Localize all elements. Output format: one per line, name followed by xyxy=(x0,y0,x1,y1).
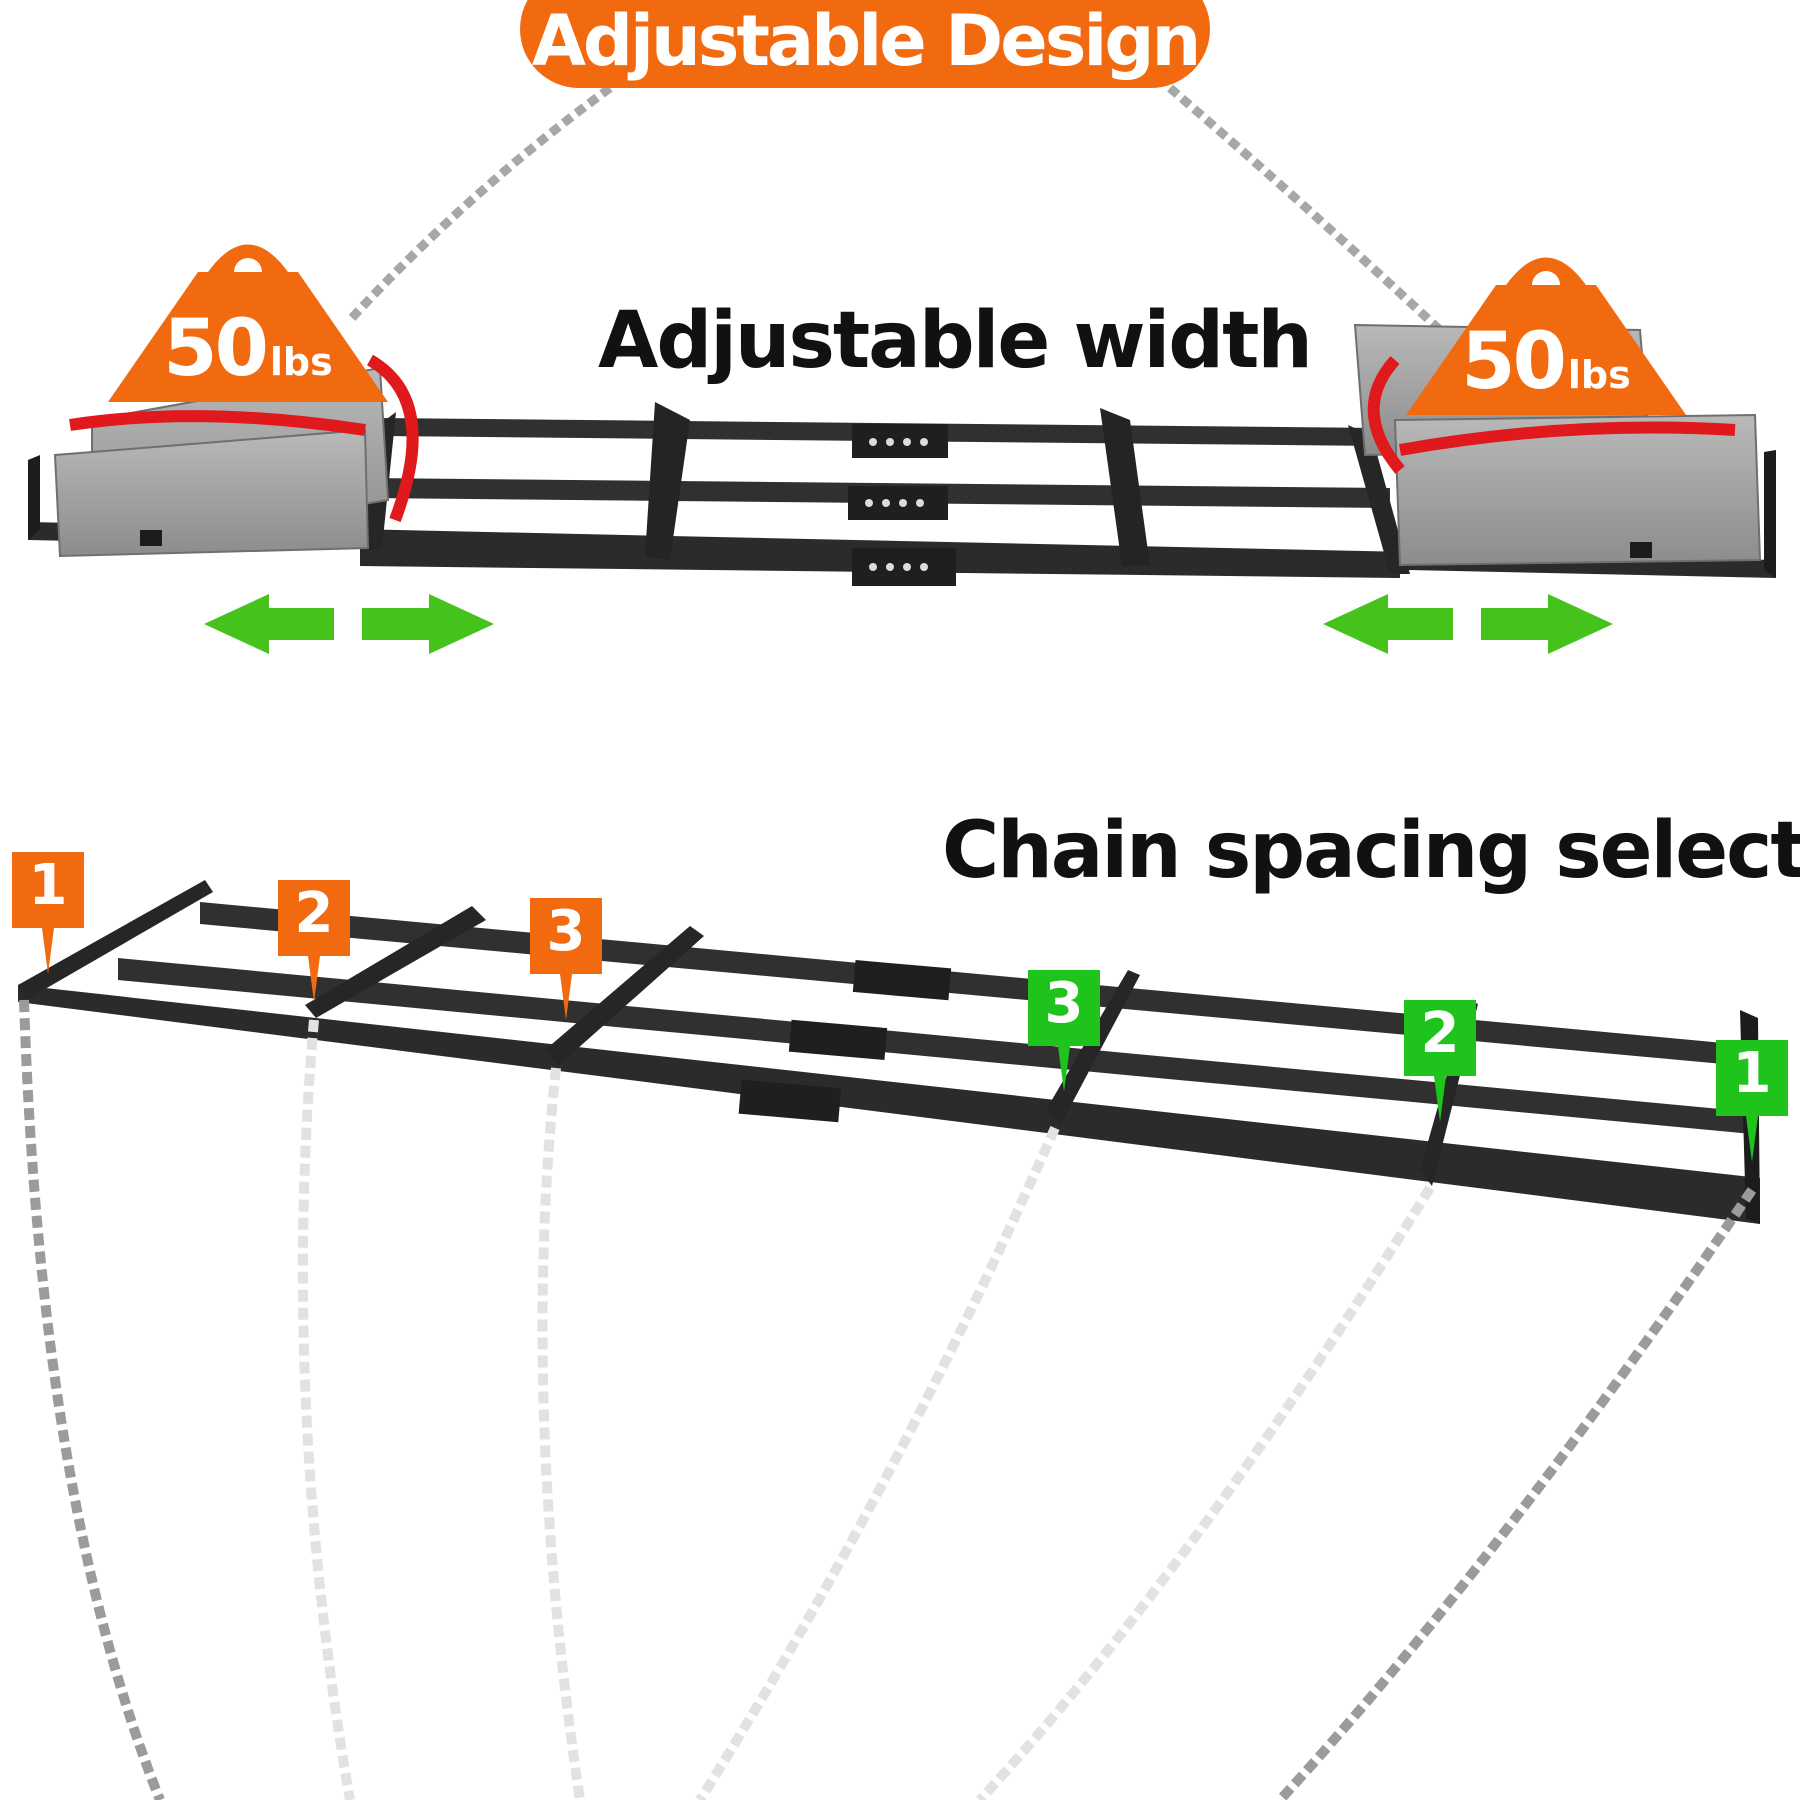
left-width-arrows xyxy=(204,594,494,654)
marker-number: 3 xyxy=(1044,971,1084,1036)
weight-icon xyxy=(108,244,388,402)
green-marker-3: 3 xyxy=(1028,970,1100,1092)
arrow-right-icon xyxy=(1481,594,1613,654)
green-marker-1: 1 xyxy=(1716,1040,1788,1162)
arrow-left-icon xyxy=(1323,594,1453,654)
top-lift-chains xyxy=(346,84,1444,334)
marker-number: 3 xyxy=(546,899,586,964)
arrow-right-icon xyxy=(362,594,494,654)
marker-number: 2 xyxy=(294,881,334,946)
left-concrete-block xyxy=(53,354,419,558)
marker-number: 2 xyxy=(1420,1001,1460,1066)
orange-marker-1: 1 xyxy=(12,852,84,974)
right-weight-unit: lbs xyxy=(1567,353,1631,397)
orange-marker-3: 3 xyxy=(530,898,602,1020)
left-weight-value: 50 xyxy=(163,304,269,394)
green-marker-2: 2 xyxy=(1404,1000,1476,1122)
marker-number: 1 xyxy=(1732,1041,1772,1106)
adjustable-width-heading: Adjustable width xyxy=(598,296,1313,386)
right-width-arrows xyxy=(1323,594,1613,654)
orange-marker-2: 2 xyxy=(278,880,350,1002)
weight-icon xyxy=(1406,257,1686,415)
arrow-left-icon xyxy=(204,594,334,654)
chain-spacing-heading: Chain spacing selectable xyxy=(942,806,1800,896)
banner-title: Adjustable Design xyxy=(531,0,1202,82)
right-weight-value: 50 xyxy=(1461,317,1567,407)
adjustable-design-banner: Adjustable Design xyxy=(520,0,1210,88)
marker-number: 1 xyxy=(28,853,68,918)
hanging-chains xyxy=(19,999,1757,1800)
left-weight-unit: lbs xyxy=(269,340,333,384)
